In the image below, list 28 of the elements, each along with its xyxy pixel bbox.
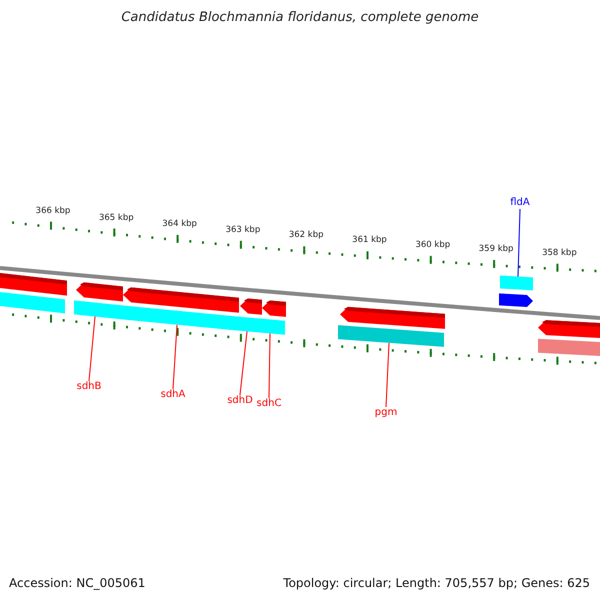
gene-label: sdhC	[256, 398, 282, 410]
cds-bar	[500, 275, 533, 290]
cds-bar	[237, 316, 285, 335]
title: Candidatus Blochmannia floridanus, complete genome	[120, 10, 480, 25]
leader-line	[268, 332, 270, 398]
gene-label: sdhA	[160, 389, 186, 401]
leader-line	[88, 316, 96, 382]
gene-label: sdhD	[227, 395, 253, 407]
tick-label: 361 kbp	[352, 235, 387, 246]
cds-bar	[338, 325, 444, 347]
gene-label: pgm	[374, 407, 398, 419]
tick-label: 365 kbp	[98, 212, 134, 222]
tick-label: 360 kbp	[415, 240, 450, 250]
accession-text: Accession: NC_005061	[9, 576, 146, 590]
tick-label: 358 kbp	[542, 248, 577, 258]
leader-line	[386, 342, 390, 408]
tick-label: 363 kbp	[226, 224, 260, 235]
tick-label: 364 kbp	[162, 218, 197, 229]
gene-label: sdhB	[76, 381, 102, 393]
genome-summary-text: Topology: circular; Length: 705,557 bp; Genes: 625	[283, 576, 590, 590]
leader-line	[518, 208, 520, 278]
tick-label: 366 kbp	[36, 206, 70, 216]
leader-line	[240, 330, 248, 396]
cds-bar	[74, 300, 121, 320]
gene-label: fldA	[510, 197, 530, 209]
leader-line	[172, 324, 178, 390]
tick-label: 362 kbp	[288, 230, 324, 240]
tick-label: 359 kbp	[478, 244, 514, 254]
